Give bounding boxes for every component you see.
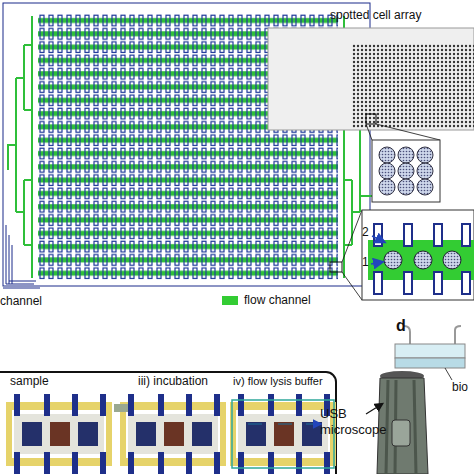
callout-label: bio <box>452 380 474 395</box>
flow-tree-left <box>8 16 32 278</box>
microscope-body <box>377 378 428 474</box>
node-heading: iii) incubation <box>138 374 230 388</box>
callout-label: d <box>396 316 412 335</box>
flow-channel <box>368 240 474 280</box>
panel-outline <box>0 372 336 474</box>
node-heading: iv) flow lysis buffer <box>233 374 338 388</box>
microscope-setup <box>366 326 465 474</box>
zoom-leader <box>366 124 440 140</box>
pointer-arrow <box>372 236 384 242</box>
lysis-flow <box>232 400 334 468</box>
legend-swatch <box>222 296 238 305</box>
body-stripes <box>386 380 416 474</box>
panel-node: iii) incubation <box>118 374 230 472</box>
chip-base <box>395 358 465 368</box>
leader-line <box>445 368 452 380</box>
step-frame <box>6 394 112 474</box>
panel-node: spotted cell array <box>268 8 474 130</box>
flow-arrows <box>248 423 320 424</box>
valves <box>374 224 470 294</box>
zoom-marker <box>366 114 376 124</box>
cell-spots <box>379 147 433 195</box>
zoom-leader <box>342 210 362 300</box>
chip-top <box>395 344 465 358</box>
tubing <box>404 326 461 344</box>
dot-array <box>352 44 474 128</box>
cell-array-illustration <box>268 28 474 202</box>
body-button <box>392 420 410 446</box>
chamber-spots <box>384 251 461 269</box>
panel-node: sample <box>2 374 114 472</box>
control-lines <box>3 225 40 288</box>
leader-arrow <box>366 404 382 414</box>
inlet-block <box>114 404 128 412</box>
step-frame <box>120 394 226 474</box>
zoom-box <box>372 140 440 202</box>
node-heading: sample <box>10 374 114 388</box>
callout-label: 1 <box>362 255 374 270</box>
node-heading: spotted cell array <box>330 8 474 22</box>
legend-text: channel <box>0 294 42 308</box>
zoom-marker <box>330 262 342 272</box>
slide <box>268 28 474 130</box>
callout-label: 2 <box>362 225 374 240</box>
process-panel <box>0 372 336 474</box>
pointer-arrow <box>371 262 382 264</box>
zoom-box <box>362 210 474 300</box>
legend-text: flow channel <box>244 293 311 307</box>
callout-label: USB microscope <box>320 406 382 438</box>
chamber-zoom <box>362 210 474 300</box>
